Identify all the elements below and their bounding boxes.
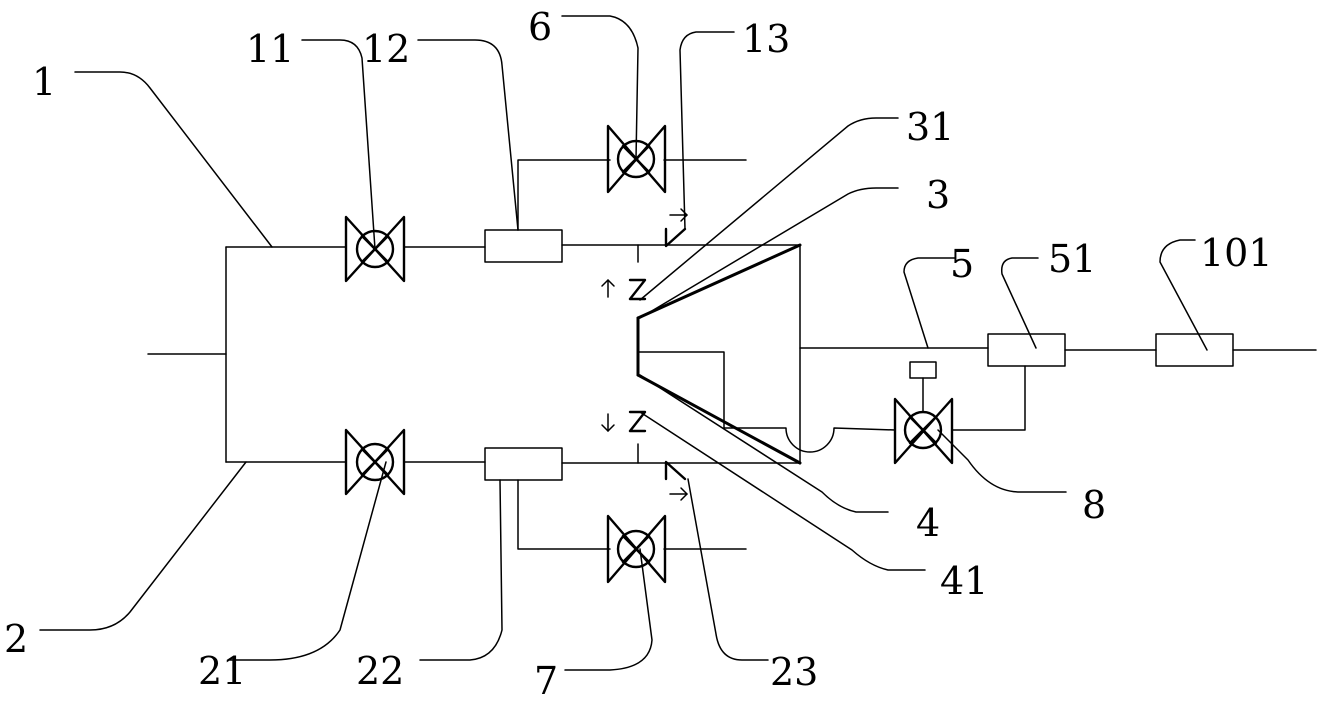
- component-22: [484, 447, 563, 481]
- leader-2: [39, 461, 247, 631]
- label-1: 1: [32, 60, 56, 104]
- label-5: 5: [950, 242, 974, 286]
- ejector-upper-cone: [636, 243, 802, 320]
- label-2: 2: [4, 617, 28, 661]
- label-21: 21: [198, 649, 246, 693]
- leader-11: [301, 39, 376, 250]
- valve-7: [606, 514, 667, 584]
- leader-5: [903, 257, 956, 349]
- ejector-lower-cone: [636, 373, 802, 465]
- label-8: 8: [1082, 483, 1106, 527]
- component-51: [987, 333, 1066, 367]
- leader-1: [74, 71, 273, 248]
- component-101: [1155, 333, 1234, 367]
- leader-8: [937, 429, 1067, 493]
- valve-21: [344, 428, 406, 496]
- label-11: 11: [246, 27, 294, 71]
- leader-3: [639, 187, 899, 319]
- check-valve-upper: [601, 278, 647, 301]
- pipe-to-valve-6: [517, 159, 611, 231]
- leader-4: [639, 374, 889, 513]
- label-51: 51: [1048, 237, 1096, 281]
- pipe-to-valve-7: [517, 479, 611, 550]
- check-valve-23: [664, 460, 688, 501]
- leader-7: [564, 548, 653, 671]
- label-12: 12: [362, 27, 410, 71]
- label-6: 6: [528, 5, 552, 49]
- leader-23: [687, 478, 769, 661]
- valve-8: [893, 361, 954, 465]
- leader-101: [1159, 239, 1208, 351]
- label-23: 23: [770, 650, 818, 694]
- leader-51: [1000, 257, 1039, 349]
- label-13: 13: [742, 17, 790, 61]
- leader-22: [419, 479, 503, 661]
- check-valve-lower: [601, 410, 647, 433]
- label-41: 41: [940, 559, 988, 603]
- leader-12: [417, 39, 519, 231]
- leader-lines: [39, 15, 1208, 671]
- leader-6: [561, 15, 639, 160]
- valve-8-outlet-pipe: [951, 365, 1026, 431]
- leader-31: [639, 117, 899, 301]
- label-101: 101: [1200, 231, 1273, 275]
- inner-box-line: [637, 351, 725, 429]
- ejector-body: [636, 243, 802, 465]
- label-7: 7: [534, 659, 558, 703]
- label-22: 22: [356, 649, 404, 693]
- component-12: [484, 229, 563, 263]
- leader-41: [639, 411, 926, 571]
- labels: 1 2 11 12 6 13 31 3 5 51 101 8 4 41 21 2…: [4, 5, 1273, 703]
- label-31: 31: [906, 105, 954, 149]
- pipelines: [147, 159, 1317, 550]
- leader-13: [679, 31, 735, 230]
- leader-21: [229, 461, 387, 661]
- label-3: 3: [926, 173, 950, 217]
- label-4: 4: [916, 501, 940, 545]
- valve-8-inlet-pipe: [723, 427, 896, 453]
